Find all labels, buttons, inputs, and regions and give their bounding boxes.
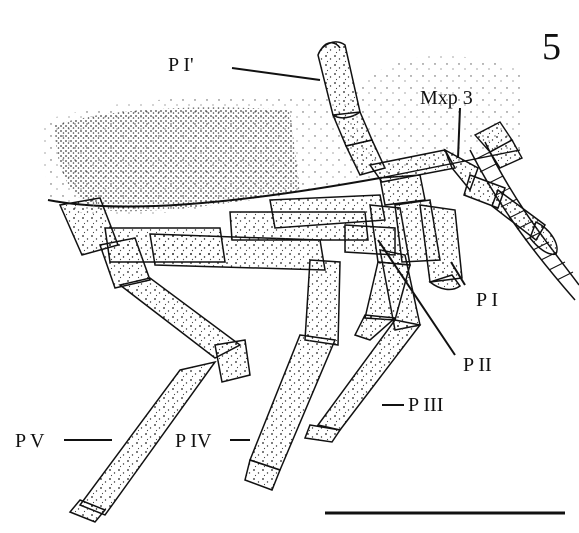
label-mxp3: Mxp 3 (420, 88, 473, 108)
label-p5: P V (15, 431, 44, 451)
label-p4: P IV (175, 431, 211, 451)
leader-p1-prime (232, 68, 320, 80)
label-p3: P III (408, 395, 443, 415)
label-p2: P II (463, 355, 492, 375)
label-p1: P I (476, 290, 498, 310)
figure-number: 5 (542, 28, 561, 66)
label-p1-prime: P I' (168, 55, 194, 75)
